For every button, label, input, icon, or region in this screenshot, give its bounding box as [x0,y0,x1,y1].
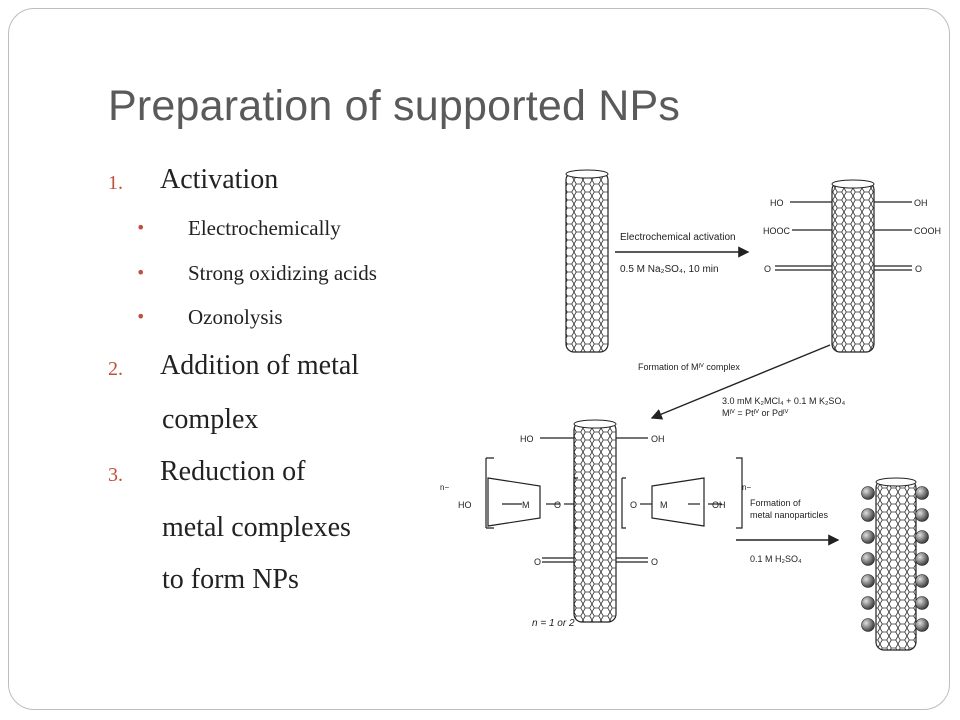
list-item-addition-cont: complex [162,404,259,435]
group-ho: HO [458,500,472,510]
group-hooc: HOOC [763,226,791,236]
nanotube-complex [485,419,743,623]
group-ho: HO [770,198,784,208]
reaction-scheme-diagram: Electrochemical activation 0.5 M Na₂SO₄,… [440,169,941,651]
sub-item-oxidizing-acids: Strong oxidizing acids [188,261,377,285]
charge-label: n− [742,483,751,492]
step3-condition: 0.1 M H₂SO₄ [750,554,802,564]
charge-label: n− [440,483,449,492]
list-item-reduction-cont-2: to form NPs [162,564,299,595]
group-o: O [764,264,771,274]
list-number: 1. [108,172,123,194]
bullet-icon: • [136,218,146,237]
sub-item-electrochemically: Electrochemically [188,216,341,240]
group-o: O [630,500,637,510]
group-o: O [554,500,561,510]
group-oh: OH [712,500,726,510]
group-oh: OH [651,434,665,444]
list-number: 3. [108,464,123,486]
group-ho: HO [520,434,534,444]
step1-condition: 0.5 M Na₂SO₄, 10 min [620,264,719,275]
group-oh: OH [914,198,928,208]
metal-label: M [522,500,530,510]
group-o: O [534,557,541,567]
list-item-activation: Activation [160,164,279,195]
bullet-icon: • [136,263,146,282]
step3-label-2: metal nanoparticles [750,510,829,520]
metal-label: M [660,500,668,510]
sub-item-ozonolysis: Ozonolysis [188,305,283,329]
step1-label: Electrochemical activation [620,232,736,243]
step2-condition-1: 3.0 mM K₂MCl₄ + 0.1 M K₂SO₄ [722,396,845,406]
list-item-reduction: Reduction of [160,456,306,487]
step2-label: Formation of Mᴵⱽ complex [638,362,740,372]
n-note: n = 1 or 2 [532,618,575,629]
slide-title: Preparation of supported NPs [108,82,681,130]
list-number: 2. [108,358,123,380]
list-item-reduction-cont-1: metal complexes [162,512,351,543]
step2-condition-2: Mᴵⱽ = Ptᴵⱽ or Pdᴵⱽ [722,408,789,418]
group-o: O [651,557,658,567]
step3-label-1: Formation of [750,498,801,508]
arrow-complex-formation [650,344,831,420]
slide-frame [8,8,950,710]
bullet-icon: • [136,307,146,326]
group-cooh: COOH [914,226,941,236]
group-o: O [915,264,922,274]
list-item-addition: Addition of metal [160,350,360,381]
nanotube-activated [775,179,912,353]
nanotube-pristine [565,169,609,353]
nanotube-nanoparticles [861,477,929,651]
